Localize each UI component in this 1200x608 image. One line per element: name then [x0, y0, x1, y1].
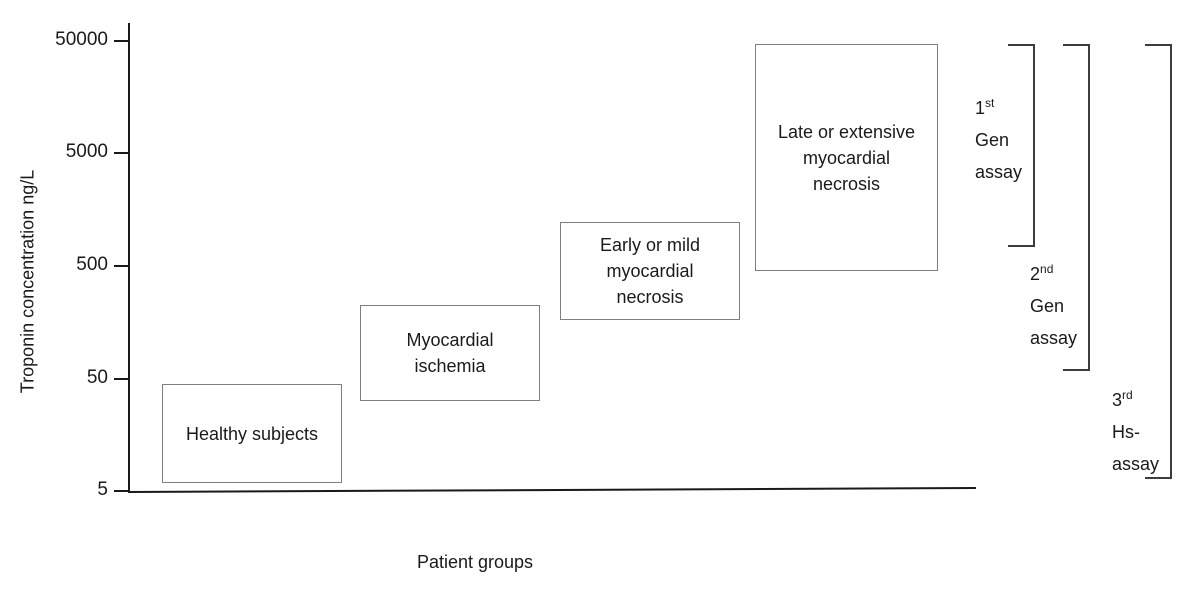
- bracket-arm-bottom: [1063, 369, 1090, 371]
- assay-ordinal-suffix: nd: [1040, 262, 1054, 276]
- assay-label-line-3: assay: [1112, 454, 1160, 474]
- assay-label-line-2: Gen: [975, 130, 1010, 150]
- assay-label-line-1: 3rd: [1112, 384, 1159, 416]
- y-tick-label-50: 50: [86, 367, 108, 388]
- group-box-line: Late or extensive: [777, 121, 916, 142]
- bracket-second-gen-assay: [1063, 44, 1090, 371]
- assay-label-line-3: assay: [1030, 328, 1078, 348]
- y-tick-label-5: 5: [97, 479, 108, 500]
- assay-label-line-1: 1st: [975, 92, 1022, 124]
- group-box-line: Myocardial: [406, 330, 494, 350]
- assay-label-line-2: Gen: [1030, 296, 1065, 316]
- y-tick-mark-50000: [114, 40, 128, 42]
- assay-ordinal: 3: [1112, 390, 1123, 410]
- group-box-line: necrosis: [616, 287, 684, 307]
- x-axis-line: [127, 487, 976, 493]
- y-tick-mark-5: [114, 490, 128, 492]
- bracket-third-hs-assay: [1145, 44, 1172, 479]
- bracket-first-gen-assay: [1008, 44, 1035, 247]
- y-tick-mark-50: [114, 378, 128, 380]
- bracket-arm-top: [1145, 44, 1172, 46]
- bracket-arm-bottom: [1008, 245, 1035, 247]
- assay-label-line-2: Hs-: [1112, 422, 1140, 442]
- assay-label-line-3: assay: [975, 162, 1023, 182]
- bracket-stem: [1033, 44, 1035, 247]
- assay-ordinal-suffix: st: [985, 96, 995, 110]
- y-axis-line: [128, 23, 130, 492]
- y-tick-mark-500: [114, 265, 128, 267]
- y-tick-mark-5000: [114, 152, 128, 154]
- group-box-healthy-subjects[interactable]: Healthy subjects: [162, 384, 342, 483]
- group-box-late-or-extensive-myocardial-necrosis[interactable]: Late or extensive myocardial necrosis: [755, 44, 938, 271]
- y-tick-label-500: 500: [76, 254, 108, 275]
- y-axis-title: Troponin concentration ng/L: [17, 169, 38, 394]
- assay-label-line-1: 2nd: [1030, 258, 1077, 290]
- assay-label-second-gen-assay: 2nd Gen assay: [1030, 258, 1077, 354]
- group-box-line: necrosis: [812, 173, 881, 194]
- x-axis-title: Patient groups: [416, 552, 534, 572]
- assay-ordinal: 2: [1030, 264, 1041, 284]
- group-box-line: myocardial: [606, 261, 694, 281]
- y-tick-label-5000: 5000: [65, 141, 108, 162]
- group-box-line: Healthy subjects: [185, 423, 319, 444]
- group-box-myocardial-ischemia[interactable]: Myocardial ischemia: [360, 305, 540, 401]
- group-box-line: Early or mild: [599, 235, 701, 255]
- bracket-arm-top: [1063, 44, 1090, 46]
- y-tick-label-50000: 50000: [55, 29, 108, 50]
- assay-ordinal-suffix: rd: [1122, 388, 1133, 402]
- assay-label-first-gen-assay: 1st Gen assay: [975, 92, 1022, 188]
- bracket-stem: [1088, 44, 1090, 371]
- assay-label-third-hs-assay: 3rd Hs- assay: [1112, 384, 1159, 480]
- group-box-early-or-mild-myocardial-necrosis[interactable]: Early or mild myocardial necrosis: [560, 222, 740, 320]
- group-box-line: ischemia: [414, 356, 486, 376]
- bracket-arm-top: [1008, 44, 1035, 46]
- assay-ordinal: 1: [975, 98, 986, 118]
- bracket-arm-bottom: [1145, 477, 1172, 479]
- bracket-stem: [1170, 44, 1172, 479]
- group-box-line: myocardial: [802, 147, 891, 168]
